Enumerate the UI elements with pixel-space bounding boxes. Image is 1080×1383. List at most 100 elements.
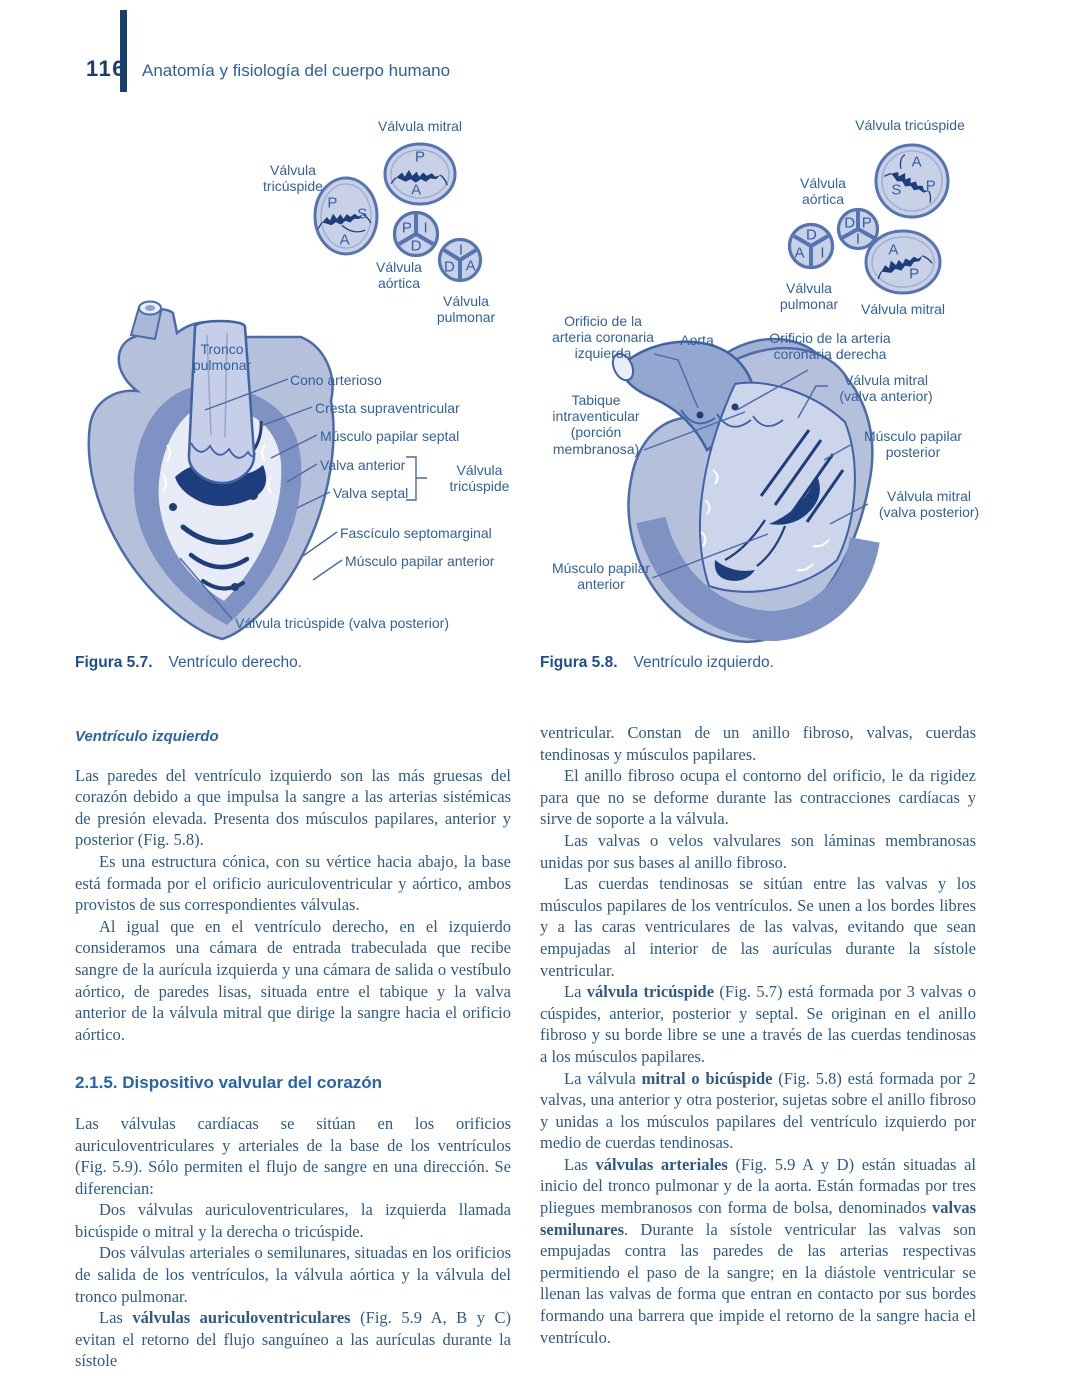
text-run: El anillo fibroso ocupa el contorno del … xyxy=(540,766,976,829)
header-title: Anatomía y fisiología del cuerpo humano xyxy=(142,61,451,80)
valve-letter: S xyxy=(357,205,368,223)
text-run: Dos válvulas arteriales o semilunares, s… xyxy=(75,1243,511,1306)
valve-label-mitral: Válvula mitral xyxy=(860,301,946,317)
text-run: Al igual que en el ventrículo derecho, e… xyxy=(75,916,511,1044)
paragraph: La válvula mitral o bicúspide (Fig. 5.8)… xyxy=(540,1068,976,1154)
aortica-valve-shape xyxy=(836,207,880,251)
valve-letter: D xyxy=(806,226,817,244)
valve-letter: I xyxy=(423,219,428,237)
figure-5-7-caption-text: Ventrículo derecho. xyxy=(168,654,303,671)
valve-diagram-mitral: P A xyxy=(382,141,458,207)
bold-term: mitral o bicúspide xyxy=(641,1068,773,1088)
paragraph: Las paredes del ventrículo izquierdo son… xyxy=(75,765,511,851)
figure-5-7: Válvula mitral P A Válvula tricúspide P … xyxy=(75,110,530,645)
bold-term: válvulas arteriales xyxy=(595,1154,728,1174)
valve-letter: D xyxy=(410,237,422,255)
paragraph: Las valvas o velos valvulares son lámina… xyxy=(540,830,976,873)
valve-letter: P xyxy=(861,214,872,232)
text-run: (Fig. 5.7) está formada por 3 valvas o c… xyxy=(540,982,976,1066)
callout-musculo-papilar-septal: Músculo papilar septal xyxy=(320,428,460,444)
valve-letter: I xyxy=(458,241,463,259)
figure-5-8: Válvula tricúspide A S P Válvula aórtica… xyxy=(540,110,1015,645)
callout-orificio-coronaria-derecha: Orificio de la arteria coronaria derecha xyxy=(769,330,891,363)
callout-fasciculo-septomarginal: Fascículo septomarginal xyxy=(340,525,492,541)
section-heading-2-1-5: 2.1.5. Dispositivo valvular del corazón xyxy=(75,1073,383,1093)
valve-letter: D xyxy=(844,214,856,232)
mitral-valve-shape xyxy=(383,142,457,206)
text-run: La xyxy=(564,982,587,1002)
valve-letter: P xyxy=(414,148,426,166)
valve-label-pulmonar: Válvula pulmonar xyxy=(779,280,839,313)
valve-letter: I xyxy=(855,230,861,248)
callout-valvula-mitral-valva-anterior: Válvula mitral (valva anterior) xyxy=(839,372,933,405)
text-run: Las paredes del ventrículo izquierdo son… xyxy=(75,765,511,850)
callout-cresta-supraventricular: Cresta supraventricular xyxy=(315,400,460,416)
text-run: ventricular. Constan de un anillo fibros… xyxy=(540,723,976,764)
figure-5-8-caption-text: Ventrículo izquierdo. xyxy=(633,654,774,671)
valve-diagram-pulmonar: I D A xyxy=(437,237,483,283)
paragraph: La válvula tricúspide (Fig. 5.7) está fo… xyxy=(540,981,976,1067)
right-ventricle-illustration xyxy=(87,300,335,641)
valve-letter: A xyxy=(888,241,899,259)
bold-term: válvula tricúspide xyxy=(586,982,715,1002)
callout-valvula-tricuspide-bracket: Válvula tricúspide xyxy=(449,462,510,495)
header-divider-bar xyxy=(120,10,127,92)
paragraph: Dos válvulas arteriales o semilunares, s… xyxy=(75,1242,511,1307)
valve-letter: P xyxy=(925,177,936,195)
callout-musculo-papilar-posterior: Músculo papilar posterior xyxy=(863,428,963,461)
valve-diagram-pulmonar: D A I xyxy=(787,222,835,270)
valve-diagram-tricuspide: A S P xyxy=(873,142,951,220)
pulmonar-valve-shape xyxy=(787,222,835,270)
label-aorta: Aorta xyxy=(680,332,714,348)
text-run: Las válvulas cardíacas se sitúan en los … xyxy=(75,1113,511,1198)
valve-letter: A xyxy=(794,244,805,262)
text-run: (Fig. 5.8) está formada por 2 valvas, un… xyxy=(540,1068,977,1153)
valve-label-pulmonar: Válvula pulmonar xyxy=(436,293,496,326)
valve-letter: P xyxy=(909,265,920,283)
paragraph: ventricular. Constan de un anillo fibros… xyxy=(540,722,976,765)
body-column-right: ventricular. Constan de un anillo fibros… xyxy=(540,722,976,1348)
callout-orificio-coronaria-izquierda: Orificio de la arteria coronaria izquier… xyxy=(552,313,654,362)
subsection-heading-ventriculo-izquierdo: Ventrículo izquierdo xyxy=(75,728,219,745)
figure-5-8-caption-label: Figura 5.8. xyxy=(540,654,618,671)
paragraph-group: Las paredes del ventrículo izquierdo son… xyxy=(75,765,511,1046)
callout-cono-arterioso: Cono arterioso xyxy=(290,372,382,388)
valve-letter: A xyxy=(911,153,922,170)
text-run: (Fig. 5.9 A, B y C) evitan el retorno de… xyxy=(75,1308,511,1371)
callout-valva-septal: Valva septal xyxy=(333,485,409,501)
tricuspide-valve-shape xyxy=(313,176,379,256)
callout-musculo-papilar-anterior: Músculo papilar anterior xyxy=(551,560,651,593)
text-run: . Durante la sístole ventricular las val… xyxy=(540,1219,976,1347)
tricuspide-valve-shape xyxy=(874,143,950,219)
valve-diagram-mitral: A P xyxy=(863,228,943,296)
aortica-valve-shape xyxy=(392,210,440,258)
text-run: Las xyxy=(99,1308,133,1328)
valve-diagram-tricuspide: P S A xyxy=(312,175,380,257)
text-run: Es una estructura cónica, con su vértice… xyxy=(75,851,511,915)
figure-5-7-caption: Figura 5.7.Ventrículo derecho. xyxy=(75,654,302,672)
valve-label-aortica: Válvula aórtica xyxy=(800,175,846,208)
valve-diagram-aortica: D P I xyxy=(836,207,880,251)
valve-label-aortica: Válvula aórtica xyxy=(376,259,422,292)
paragraph: Las válvulas cardíacas se sitúan en los … xyxy=(75,1113,511,1199)
valve-label-tricuspide: Válvula tricúspide xyxy=(263,162,323,195)
callout-musculo-papilar-anterior: Músculo papilar anterior xyxy=(345,553,495,569)
valve-letter: S xyxy=(891,181,902,199)
valve-letter: A xyxy=(411,181,422,199)
callout-valvula-mitral-valva-posterior: Válvula mitral (valva posterior) xyxy=(878,488,980,521)
valve-letter: P xyxy=(401,219,412,237)
text-run: Dos válvulas auriculoventriculares, la i… xyxy=(75,1200,511,1241)
bold-term: valvas semilunares xyxy=(540,1198,976,1239)
body-column-left: Ventrículo izquierdo Las paredes del ven… xyxy=(75,722,511,1372)
valve-letter: A xyxy=(465,257,476,275)
text-run: Las valvas o velos valvulares son lámina… xyxy=(540,830,976,872)
pulmonar-valve-shape xyxy=(437,237,483,283)
paragraph-group: ventricular. Constan de un anillo fibros… xyxy=(540,722,976,1348)
callout-valvula-tricuspide-valva-posterior: Válvula tricúspide (valva posterior) xyxy=(235,615,449,631)
paragraph: El anillo fibroso ocupa el contorno del … xyxy=(540,765,976,830)
text-run: (Fig. 5.9 A y D) están situadas al inici… xyxy=(540,1154,977,1218)
paragraph: Las válvulas arteriales (Fig. 5.9 A y D)… xyxy=(540,1154,976,1348)
label-tronco-pulmonar: Tronco pulmonar xyxy=(192,341,252,374)
paragraph: Al igual que en el ventrículo derecho, e… xyxy=(75,916,511,1046)
mitral-valve-shape xyxy=(864,229,942,295)
